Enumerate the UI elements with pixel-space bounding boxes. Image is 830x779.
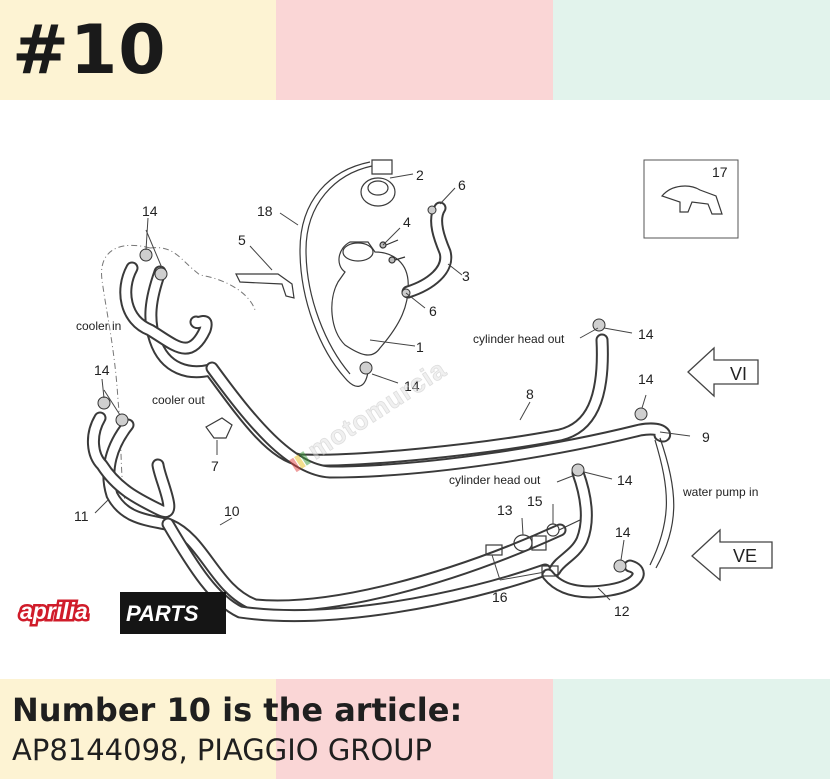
part-number: 14: [94, 362, 110, 378]
fitting-16: [485, 544, 559, 577]
bracket-5: [235, 273, 295, 299]
part-number: 13: [497, 502, 513, 518]
part-number: 14: [142, 203, 158, 219]
caption-band: [0, 679, 830, 779]
exploded-parts-diagram: VI VE 1 2 3 4: [14, 159, 773, 634]
caption-band-mint: [553, 679, 830, 779]
part-number: 6: [458, 177, 466, 193]
inset-part-17: [643, 159, 739, 239]
overflow-tube-18b: [305, 165, 373, 375]
routing-outline: [101, 244, 151, 501]
header-band-yellow: [0, 0, 276, 100]
svg-text:VI: VI: [730, 364, 747, 384]
label-cooler-out: cooler out: [152, 393, 205, 407]
label-cylinder-head-out-upper: cylinder head out: [473, 332, 565, 346]
part-number: 7: [211, 458, 219, 474]
part-number: 14: [638, 371, 654, 387]
part-number: 1: [416, 339, 424, 355]
part-number: 8: [526, 386, 534, 402]
water-pump-line: [649, 439, 667, 566]
caption-band-pink: [276, 679, 553, 779]
leader-lines: [94, 173, 691, 601]
caption-article-info: AP8144098, PIAGGIO GROUP: [12, 733, 432, 767]
arrow-vi: VI: [687, 346, 759, 398]
part-number: 5: [238, 232, 246, 248]
part-number: 12: [614, 603, 630, 619]
part-number: 15: [527, 493, 543, 509]
arrow-ve: VE: [691, 528, 773, 582]
part-number: 14: [638, 326, 654, 342]
label-cylinder-head-out-lower: cylinder head out: [449, 473, 541, 487]
screws-4: [379, 239, 406, 264]
part-number: 9: [702, 429, 710, 445]
header-band: [0, 0, 830, 100]
part-number: 2: [416, 167, 424, 183]
svg-text:aprilia: aprilia: [20, 598, 88, 624]
caption-band-yellow: [0, 679, 276, 779]
part-number: 6: [429, 303, 437, 319]
nut-6-upper: [427, 205, 437, 215]
header-band-pink: [276, 0, 553, 100]
clamp-14: [97, 248, 648, 573]
hose-9: [119, 261, 672, 479]
part-number: 11: [74, 508, 89, 524]
part-number: 16: [492, 589, 508, 605]
part-number: 4: [403, 214, 411, 230]
overflow-tube-18: [299, 161, 371, 387]
tank-cap: [360, 159, 396, 207]
aprilia-parts-logo: aprilia PARTS: [14, 592, 226, 634]
hose-cylinder-head: [548, 466, 593, 577]
part-number: 3: [462, 268, 470, 284]
part-number: 14: [617, 472, 633, 488]
routing-outline-2: [149, 247, 256, 311]
part-number: 14: [404, 378, 420, 394]
part-number: 10: [224, 503, 240, 519]
part-index-badge: #10: [12, 11, 167, 90]
label-water-pump-in: water pump in: [682, 485, 758, 499]
caption-title: Number 10 is the article:: [12, 691, 463, 729]
hose-10: [102, 418, 567, 613]
label-cooler-in: cooler in: [76, 319, 121, 333]
expansion-tank: [331, 241, 409, 356]
water-pump-line-2: [655, 437, 675, 569]
svg-text:VE: VE: [733, 546, 757, 566]
hose-11: [87, 411, 552, 622]
tube-3: [401, 201, 453, 299]
part-number: 14: [615, 524, 631, 540]
clip-7: [205, 417, 233, 439]
header-band-mint: [553, 0, 830, 100]
part-number: 17: [712, 164, 728, 180]
hose-12: [541, 559, 645, 599]
svg-text:PARTS: PARTS: [126, 601, 199, 626]
part-number: 18: [257, 203, 273, 219]
